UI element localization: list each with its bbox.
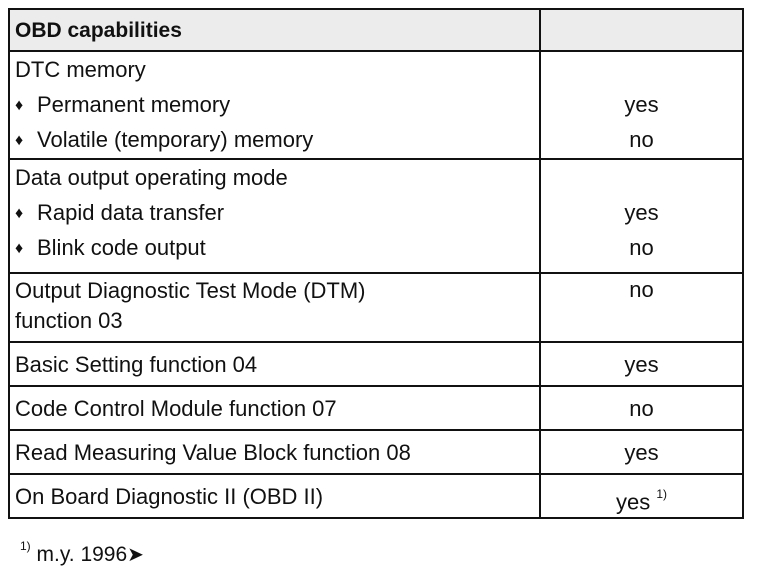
group-label: Data output operating mode bbox=[15, 165, 288, 190]
bullet-icon: ♦ bbox=[15, 240, 24, 257]
bullet-icon: ♦ bbox=[15, 97, 24, 114]
data-output-group: Data output operating mode ♦Rapid data t… bbox=[8, 158, 744, 274]
footnote-marker: 1) bbox=[20, 539, 31, 553]
row-label: On Board Diagnostic II (OBD II) bbox=[15, 484, 324, 509]
table-header-row: OBD capabilities bbox=[8, 8, 744, 52]
obd-capabilities-table: OBD capabilities DTC memory ♦Permanent m… bbox=[8, 8, 744, 519]
dtm-row: Output Diagnostic Test Mode (DTM) functi… bbox=[8, 272, 744, 343]
row-label: Code Control Module function 07 bbox=[15, 396, 337, 421]
table-header-value bbox=[539, 8, 744, 52]
arrow-right-icon: ➤ bbox=[127, 544, 144, 566]
list-item: ♦Volatile (temporary) memory bbox=[10, 122, 539, 157]
footnote: 1) m.y. 1996➤ bbox=[20, 539, 144, 567]
row-label: Basic Setting function 04 bbox=[15, 352, 258, 377]
value-cell: no bbox=[629, 277, 654, 302]
value-cell: yes bbox=[624, 92, 659, 117]
bullet-icon: ♦ bbox=[15, 205, 24, 222]
value-cell: yes bbox=[615, 489, 651, 515]
table-row: Read Measuring Value Block function 08 y… bbox=[8, 429, 744, 475]
value-cell: no bbox=[629, 127, 654, 152]
value-cell: yes bbox=[624, 200, 659, 225]
value-cell: no bbox=[629, 396, 654, 421]
row-label: Read Measuring Value Block function 08 bbox=[15, 440, 411, 465]
footnote-ref: 1) bbox=[656, 487, 668, 501]
value-cell: no bbox=[629, 235, 654, 260]
list-item: ♦Rapid data transfer bbox=[10, 195, 539, 230]
list-item: ♦Blink code output bbox=[10, 230, 539, 265]
bullet-icon: ♦ bbox=[15, 132, 24, 149]
table-row: Basic Setting function 04 yes bbox=[8, 341, 744, 387]
dtm-label-line2: function 03 bbox=[15, 308, 123, 333]
table-row: Code Control Module function 07 no bbox=[8, 385, 744, 431]
table-row: On Board Diagnostic II (OBD II) yes 1) bbox=[8, 473, 744, 519]
table-title: OBD capabilities bbox=[8, 8, 541, 52]
group-label: DTC memory bbox=[15, 57, 146, 82]
dtm-label-line1: Output Diagnostic Test Mode (DTM) bbox=[15, 278, 366, 303]
value-cell: yes bbox=[624, 352, 659, 377]
dtc-memory-group: DTC memory ♦Permanent memory ♦Volatile (… bbox=[8, 50, 744, 160]
list-item: ♦Permanent memory bbox=[10, 87, 539, 122]
value-cell: yes bbox=[624, 440, 659, 465]
footnote-text: m.y. 1996 bbox=[36, 543, 128, 566]
